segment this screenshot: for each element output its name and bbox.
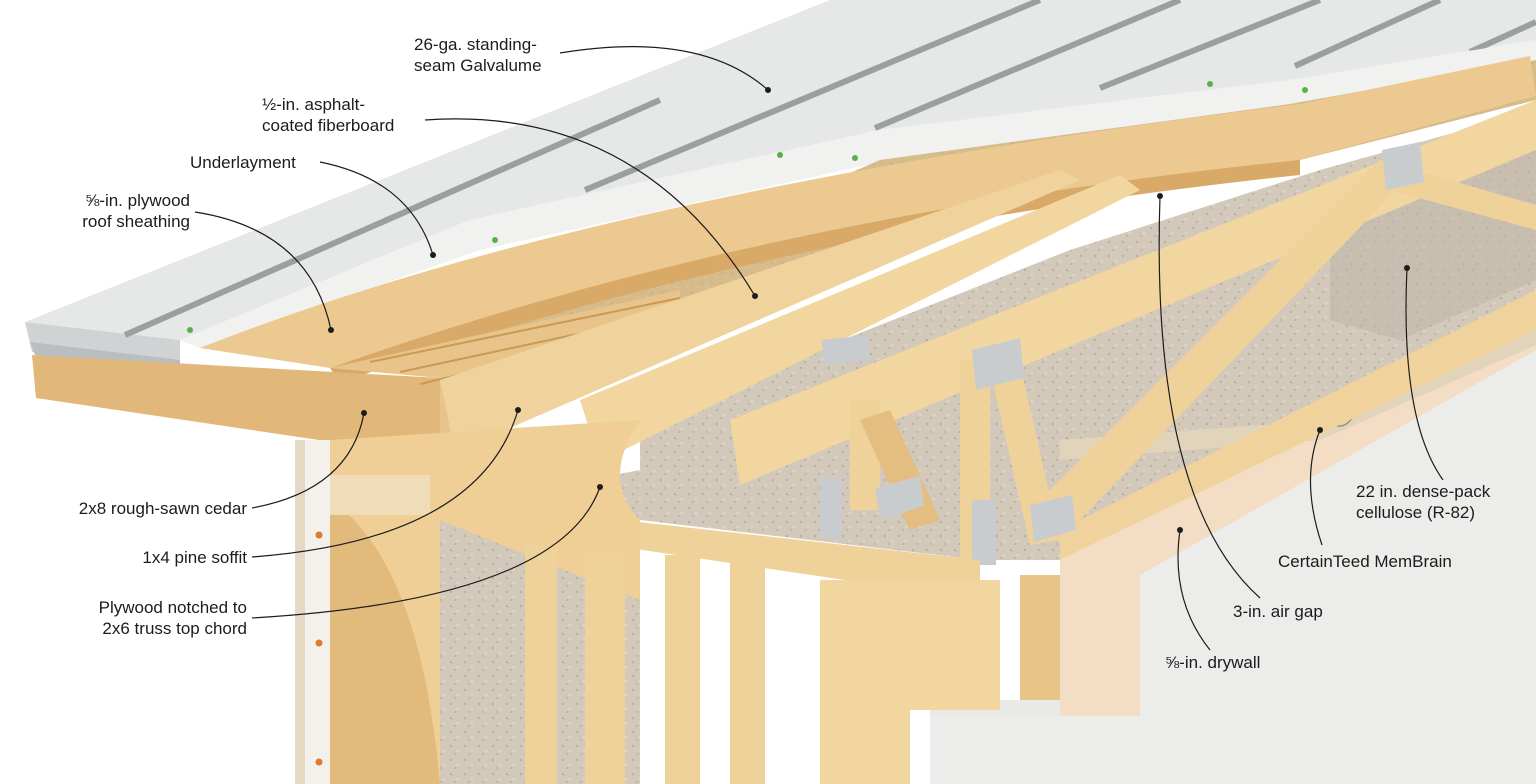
drywall-wall — [930, 330, 1536, 784]
leader-lines — [194, 46, 1444, 651]
leader-dots — [328, 87, 1410, 533]
leader-plywood-notched — [251, 486, 601, 619]
leader-fiberboard — [424, 118, 756, 297]
truss-top-chords — [440, 100, 1536, 560]
label-soffit: 1x4 pine soffit — [142, 548, 247, 567]
leader-air-gap — [1158, 195, 1261, 599]
label-metal-roof: 26-ga. standing- seam Galvalume — [414, 35, 542, 75]
label-cedar: 2x8 rough-sawn cedar — [78, 499, 247, 518]
label-fiberboard: ½-in. asphalt- coated fiberboard — [262, 95, 395, 135]
plywood-sheathing — [200, 56, 1536, 383]
leader-underlayment — [319, 161, 434, 256]
label-sheathing: ⅝-in. plywood roof sheathing — [82, 191, 190, 231]
label-plywood-notched: Plywood notched to 2x6 truss top chord — [98, 598, 247, 638]
wall-studs — [525, 545, 910, 784]
metal-roof — [25, 0, 1536, 376]
leader-metal-roof — [559, 46, 769, 91]
label-drywall: ⅝-in. drywall — [1165, 653, 1261, 672]
leader-membrain — [1309, 429, 1323, 546]
leader-soffit — [251, 409, 519, 558]
leader-sheathing — [194, 211, 332, 331]
label-underlayment: Underlayment — [190, 153, 296, 172]
leader-cedar — [251, 412, 365, 509]
label-cellulose: 22 in. dense-pack cellulose (R-82) — [1356, 482, 1491, 522]
exterior-wall-sheathing — [295, 440, 430, 784]
leader-cellulose — [1405, 267, 1444, 481]
truss-gusset-plates — [820, 142, 1424, 565]
label-air-gap: 3-in. air gap — [1233, 602, 1323, 621]
label-membrain: CertainTeed MemBrain — [1278, 552, 1452, 571]
leader-drywall — [1177, 529, 1211, 651]
